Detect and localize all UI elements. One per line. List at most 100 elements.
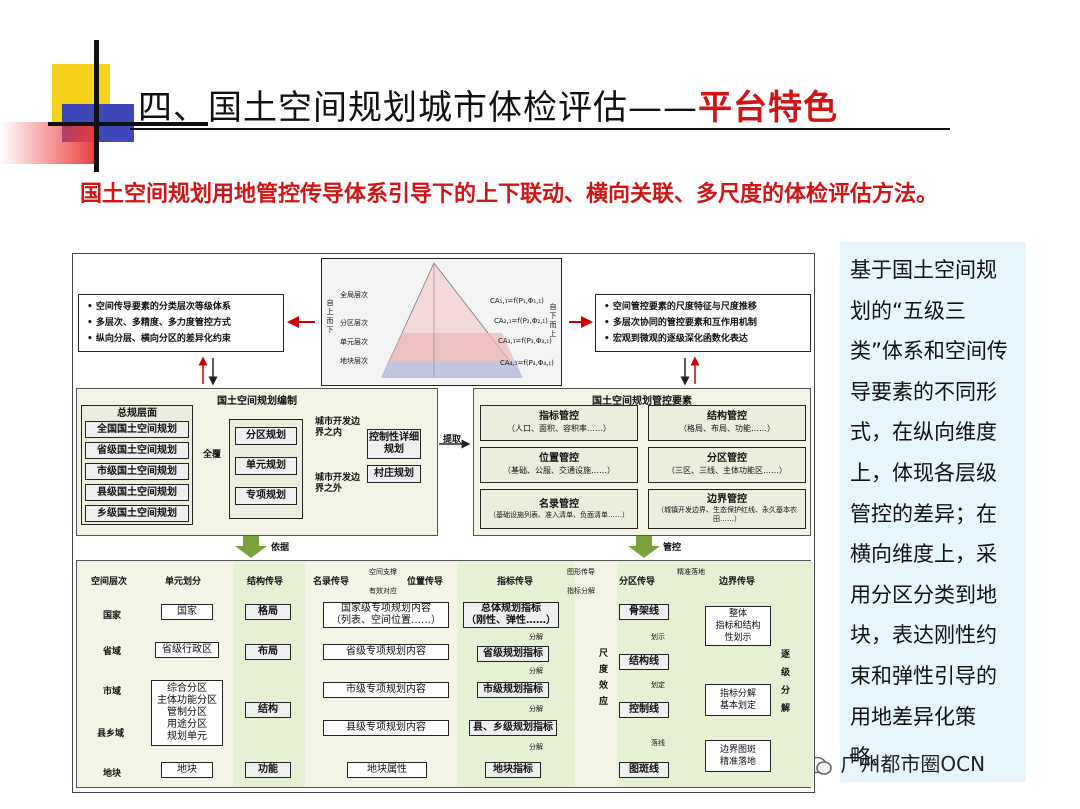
control-item: 边界管控（城镇开发边界、生态保护红线、永久基本农田……） (648, 489, 806, 529)
header: 名录传导 (313, 577, 350, 587)
wechat-icon (807, 756, 832, 775)
control-panel-title: 国土空间规划管控要素 (592, 396, 692, 407)
pyramid-graphic (381, 262, 523, 378)
mid-plan-item: 专项规划 (235, 487, 297, 505)
subtitle: 国土空间规划用地管控传导体系引导下的上下联动、横向关联、多尺度的体检评估方法。 (80, 182, 939, 207)
control-panel: 国土空间规划管控要素 指标管控（人口、面积、容积率……） 结构管控（格局、布局、… (473, 388, 811, 536)
list-item: • 纵向分层、横向分区的差异化约束 (87, 334, 231, 344)
header: 指标传导 (497, 577, 534, 587)
unit-box: 国家 (161, 604, 213, 620)
list-item: • 多层次协同的管控要素和互作用机制 (604, 318, 757, 328)
top-down-label: 自上而下 (326, 299, 334, 334)
decompose-label: 分解 (529, 633, 543, 641)
zone-op-label: 落线 (651, 739, 665, 747)
structure-box: 布局 (245, 644, 291, 660)
zone-box: 图斑线 (619, 762, 669, 778)
pyramid-level: 单元层次 (340, 338, 368, 346)
level-label: 地块 (103, 769, 122, 779)
list-item: • 空间管控要素的尺度特征与尺度推移 (604, 302, 757, 312)
top-right-list: • 空间管控要素的尺度特征与尺度推移 • 多层次协同的管控要素和互作用机制 • … (595, 294, 811, 352)
level-label: 市域 (103, 687, 122, 697)
zone-box: 控制线 (619, 702, 669, 718)
plan-item: 乡级国土空间规划 (85, 505, 189, 522)
control-item: 分区管控（三区、三线、主体功能区……） (648, 447, 806, 483)
pyramid-formula: CA₁,₁=f(P₁,Φ₁,₁) (490, 297, 544, 305)
structure-box: 功能 (245, 762, 291, 778)
list-box: 省级专项规划内容 (323, 644, 449, 660)
detail-plan-item: 村庄规划 (367, 465, 421, 483)
header: 空间层次 (91, 577, 128, 587)
mid-plan-item: 单元规划 (235, 457, 297, 475)
header: 边界传导 (719, 577, 756, 587)
decompose-label: 分解 (529, 667, 543, 675)
gradual-decompose-label: 逐级分解 (781, 650, 791, 714)
unit-box: 省级行政区 (155, 642, 219, 658)
pyramid-formula: CA₃,₁=f(P₃,Φ₃,₁) (498, 337, 552, 345)
structure-column-bg (233, 561, 305, 787)
pyramid-frame: 自上而下 自下而上 全局层次 分区层次 单元层次 地块层次 CA₁,₁=f(P₁… (321, 258, 562, 386)
title-highlight: 平台特色 (698, 88, 838, 128)
decor-red-gradient (0, 122, 98, 164)
decompose-label: 分解 (529, 743, 543, 751)
plan-item: 县级国土空间规划 (85, 484, 189, 501)
plan-item: 全国国土空间规划 (85, 421, 189, 438)
pyramid-level: 地块层次 (340, 357, 368, 365)
header: 单元划分 (165, 577, 202, 587)
header: 结构传导 (247, 577, 284, 587)
structure-box: 格局 (245, 604, 291, 620)
boundary-box: 整体 指标和结构 性划示 (705, 606, 771, 646)
pyramid-formula: CA₂,₁=f(P₂,Φ₂,₁) (494, 317, 548, 325)
index-box: 地块指标 (485, 762, 541, 778)
basis-label: 依据 (271, 543, 290, 553)
scale-effect-label: 尺度效应 (599, 649, 609, 707)
logo-text: 广州都市圈OCN (840, 752, 986, 776)
list-item: • 宏观到微观的逐级深化函数化表达 (604, 334, 748, 344)
plan-item: 省级国土空间规划 (85, 442, 189, 459)
control-item: 名录管控（基础设施列表、准入清单、负面清单……） (480, 489, 638, 529)
graph-transfer-label: 图形传导 (567, 568, 595, 576)
level-label: 省域 (103, 647, 122, 657)
urban-inside-label: 城市开发边界之内 (315, 417, 361, 438)
header: 位置传导 (407, 577, 444, 587)
boundary-box: 指标分解 基本划定 (705, 684, 771, 716)
bottom-up-label: 自下而上 (549, 303, 557, 338)
diagram: • 空间传导要素的分类层次等级体系 • 多层次、多精度、多力度管控方式 • 纵向… (72, 253, 815, 793)
page-title: 四、国土空间规划城市体检评估——平台特色 (138, 80, 838, 129)
control-item: 指标管控（人口、面积、容积率……） (480, 405, 638, 441)
unit-box: 综合分区 主体功能分区 管制分区 用途分区 规划单元 (151, 680, 223, 746)
pyramid-level: 全局层次 (340, 291, 368, 299)
plan-panel-title: 国土空间规划编制 (217, 396, 297, 407)
zone-op-label: 划示 (651, 633, 665, 641)
zone-box: 结构线 (619, 654, 669, 670)
index-column-bg (457, 561, 575, 787)
decompose-label: 分解 (529, 705, 543, 713)
level-label: 县乡域 (97, 729, 125, 739)
title-main: 四、国土空间规划城市体检评估—— (138, 88, 698, 128)
boundary-box: 边界图斑 精准落地 (705, 740, 771, 772)
zone-box: 骨架线 (619, 604, 669, 620)
list-box: 县级专项规划内容 (323, 720, 449, 736)
precise-landing-label: 精准落地 (677, 568, 705, 576)
list-item: • 空间传导要素的分类层次等级体系 (87, 302, 231, 312)
title-underline (130, 128, 950, 130)
space-support-label: 空间支撑 (369, 568, 397, 576)
extract-label: 提取 (443, 435, 462, 445)
unit-box: 地块 (161, 762, 213, 778)
control-item: 结构管控（格局、布局、功能……） (648, 405, 806, 441)
control-item: 位置管控（基础、公服、交通设施……） (480, 447, 638, 483)
control-label: 管控 (663, 543, 682, 553)
top-left-list: • 空间传导要素的分类层次等级体系 • 多层次、多精度、多力度管控方式 • 纵向… (78, 294, 284, 352)
header: 分区传导 (619, 577, 656, 587)
detail-plan-item: 控制性详细规划 (367, 429, 421, 459)
index-box: 总体规划指标 （刚性、弹性……） (463, 602, 559, 628)
zone-op-label: 划定 (651, 681, 665, 689)
plan-panel: 国土空间规划编制 总规层面 全国国土空间规划 省级国土空间规划 市级国土空间规划… (76, 388, 438, 536)
decor-vertical-line (94, 40, 99, 172)
full-cover-label: 全覆 (203, 450, 222, 460)
pyramid-formula: CA₄,₁=f(P₄,Φ₄,₁) (500, 359, 554, 367)
list-box: 地块属性 (347, 762, 427, 778)
side-description: 基于国土空间规划的“五级三类”体系和空间传导要素的不同形式，在纵向维度上，体现各… (840, 242, 1026, 782)
structure-box: 结构 (245, 702, 291, 718)
effective-match-label: 有效对应 (369, 587, 397, 595)
pyramid-level: 分区层次 (340, 319, 368, 327)
